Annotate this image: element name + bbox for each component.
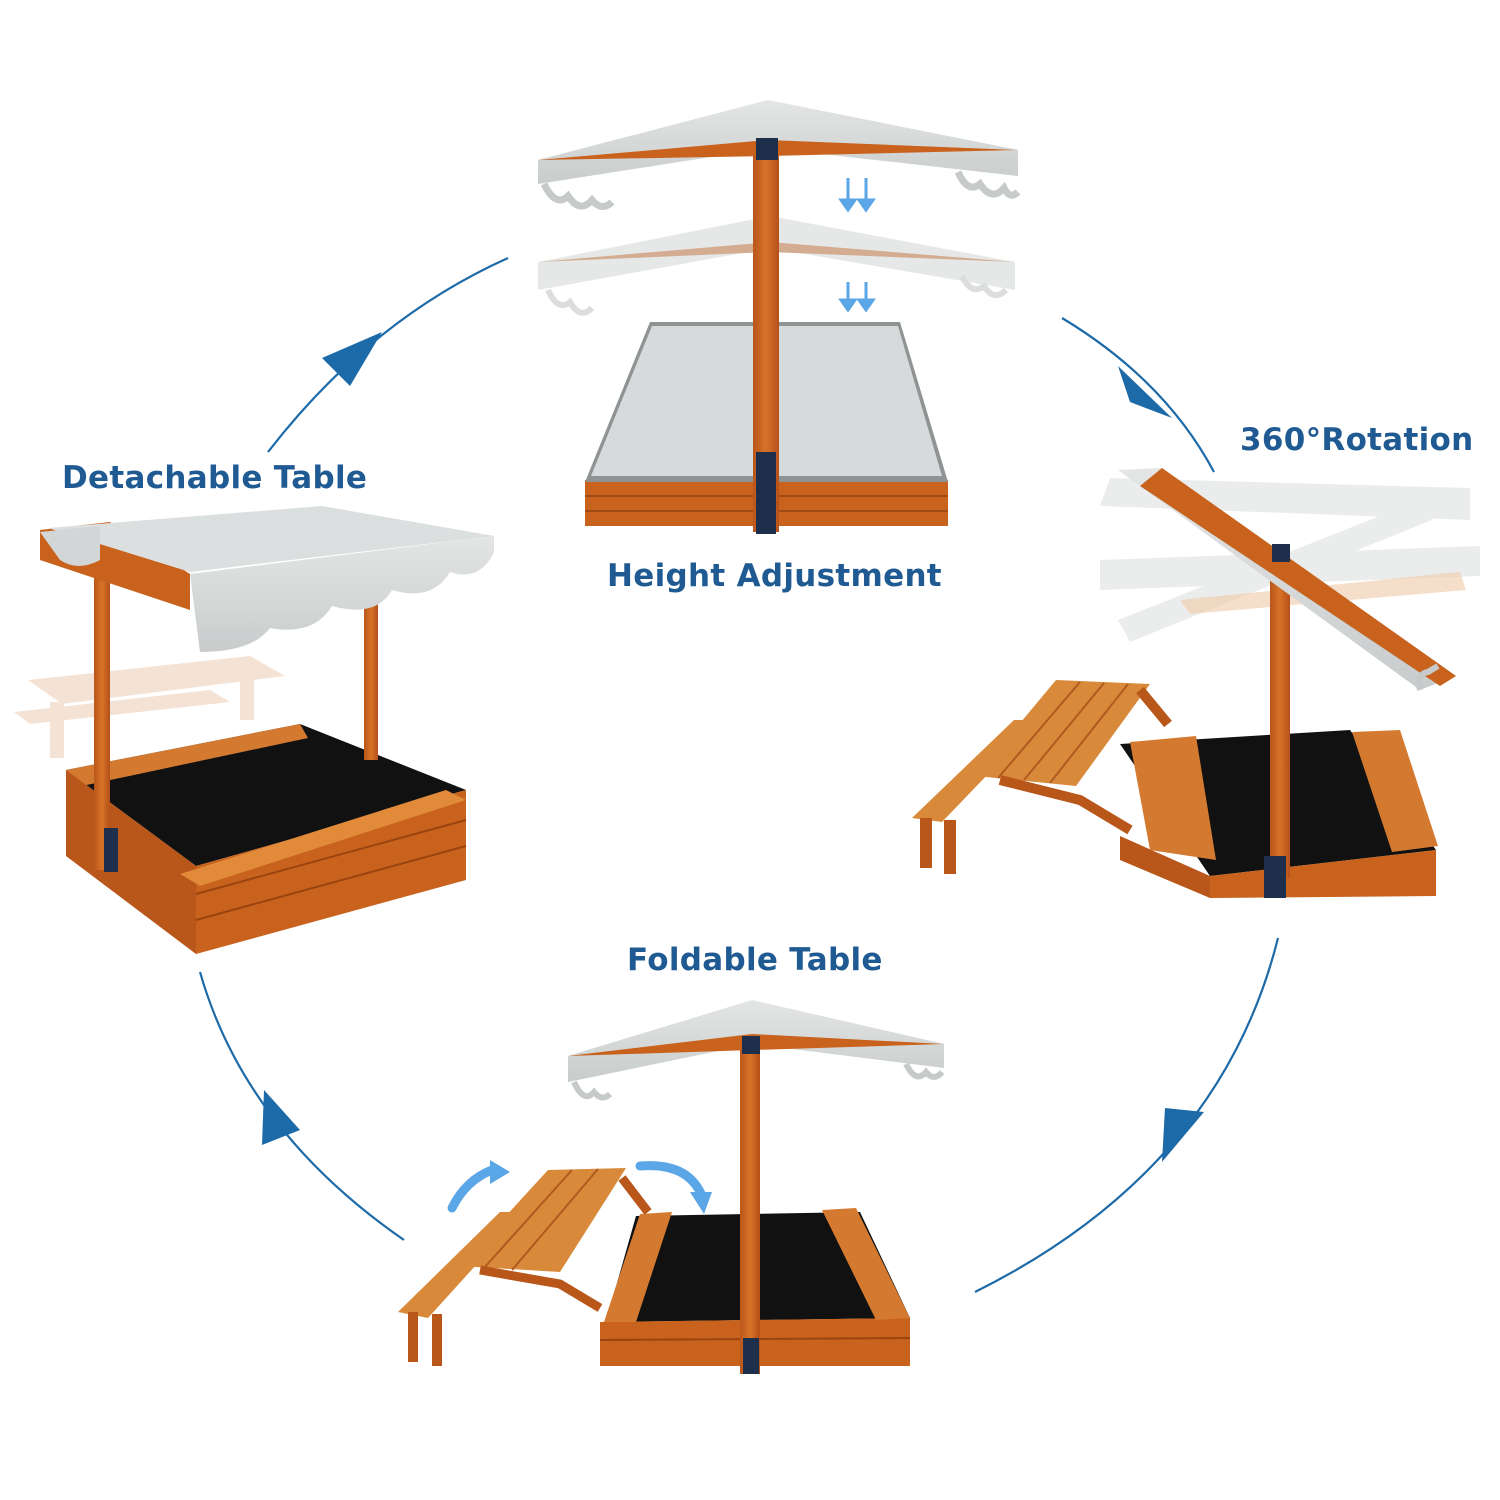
arrow-head-icon	[1118, 366, 1172, 418]
arrow-head-icon	[1162, 1108, 1204, 1162]
curved-arrow-icon	[447, 1165, 497, 1213]
sandbox-360-rotation	[912, 468, 1480, 898]
arrow-head-icon	[262, 1090, 300, 1145]
sandbox-foldable-table	[398, 1000, 945, 1374]
cycle-arrow-heads	[262, 332, 1204, 1162]
detachable-table-label: Detachable Table	[62, 460, 368, 496]
cycle-arc-bottom-right	[974, 937, 1280, 1293]
rotation-label: 360°Rotation	[1240, 422, 1474, 458]
down-arrows-icon	[838, 178, 876, 313]
height-adjustment-label: Height Adjustment	[607, 558, 942, 594]
cycle-arc-bottom-left	[198, 971, 405, 1241]
arrow-head-icon	[322, 332, 382, 386]
sandbox-height-adjustment	[538, 100, 1021, 534]
cycle-arc-top-left	[267, 256, 509, 453]
fold-motion-arrows	[447, 1160, 712, 1214]
sandbox-detachable-table	[14, 506, 494, 954]
curved-arrow-icon	[635, 1161, 707, 1201]
cycle-arc-top-right	[1061, 317, 1215, 473]
foldable-table-label: Foldable Table	[627, 942, 883, 978]
